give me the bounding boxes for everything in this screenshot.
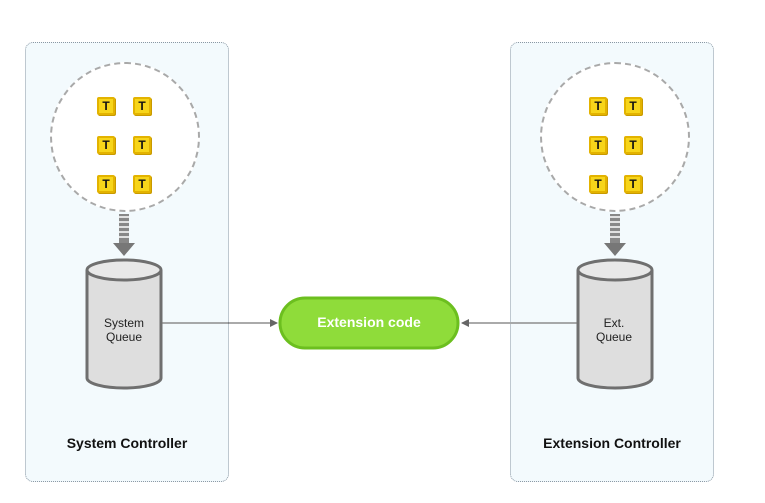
system-queue-cylinder: [85, 258, 163, 390]
task-tile: T: [133, 97, 151, 115]
system-task-pool: [50, 62, 200, 212]
task-tile: T: [624, 136, 642, 154]
task-tile: T: [133, 136, 151, 154]
task-tile: T: [97, 175, 115, 193]
system-controller-label: System Controller: [66, 435, 188, 451]
task-tile: T: [133, 175, 151, 193]
task-tile: T: [589, 136, 607, 154]
task-tile: T: [589, 175, 607, 193]
task-tile: T: [589, 97, 607, 115]
task-tile: T: [624, 175, 642, 193]
enqueue-arrow-left: [113, 214, 135, 256]
extension-task-pool: [540, 62, 690, 212]
task-tile: T: [624, 97, 642, 115]
enqueue-arrow-right: [604, 214, 626, 256]
extension-controller-label: Extension Controller: [543, 435, 681, 451]
extension-queue-label: Ext. Queue: [595, 316, 633, 344]
system-queue-label: System Queue: [103, 316, 144, 344]
task-tile: T: [97, 136, 115, 154]
extension-code-node: [278, 296, 460, 350]
extension-code-label: Extension code: [317, 314, 421, 330]
task-tile: T: [97, 97, 115, 115]
extension-queue-cylinder: [576, 258, 654, 390]
